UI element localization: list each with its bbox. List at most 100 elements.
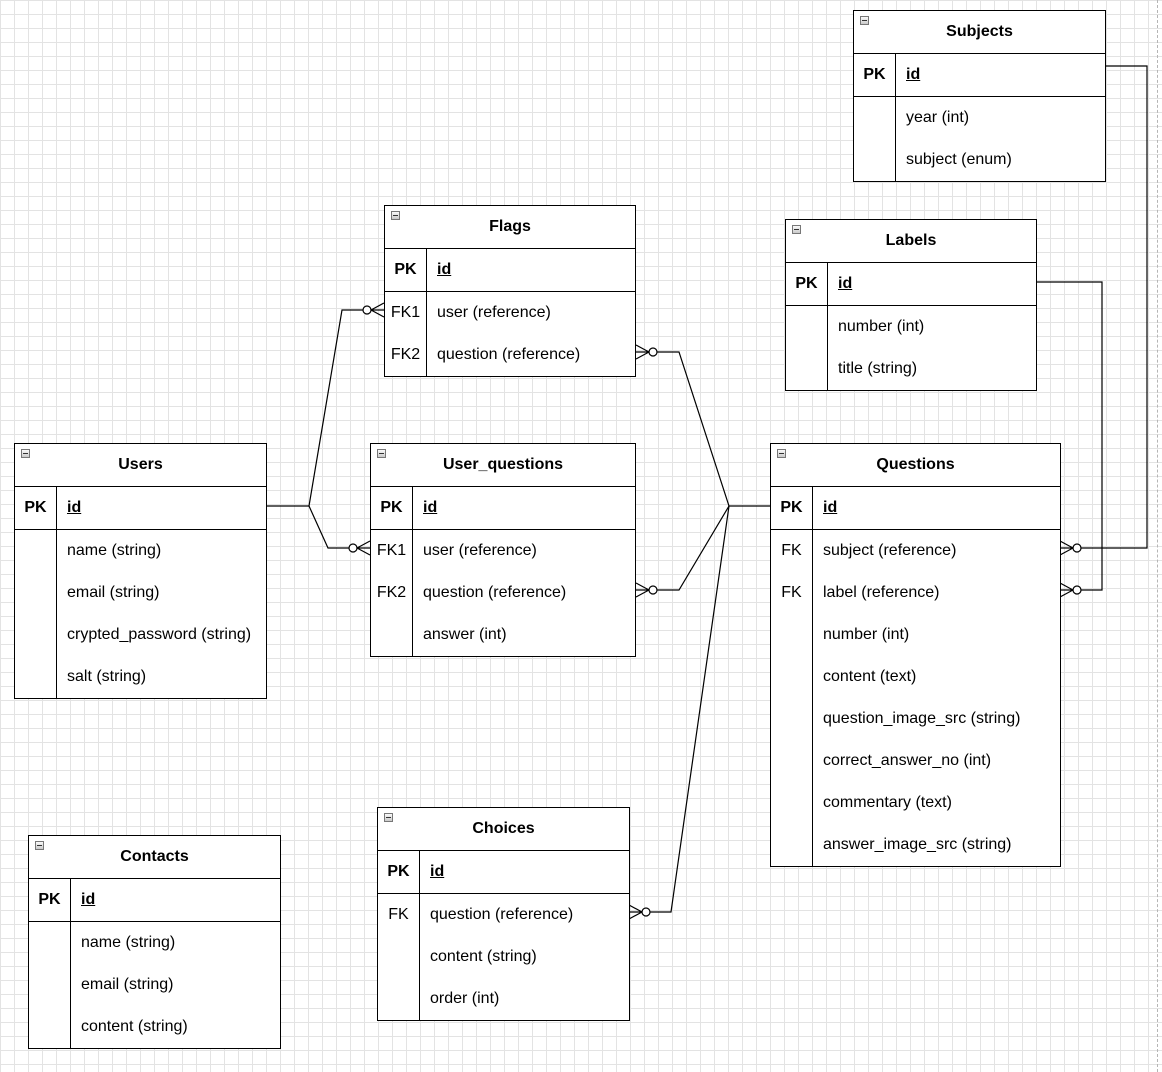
attribute-row[interactable]: email (string) [29,964,280,1006]
field-cell: id [67,499,82,516]
attribute-row[interactable]: title (string) [786,348,1036,390]
collapse-icon[interactable] [860,16,869,25]
key-cell: FK [771,572,813,614]
attribute-row[interactable]: email (string) [15,572,266,614]
attribute-row[interactable]: subject (enum) [854,139,1105,181]
attribute-row[interactable]: crypted_password (string) [15,614,266,656]
field-cell: name (string) [67,542,162,559]
collapse-icon[interactable] [777,449,786,458]
key-cell: PK [371,487,413,529]
attribute-row[interactable]: content (string) [29,1006,280,1048]
attribute-row[interactable]: commentary (text) [771,782,1060,824]
rel-labels-questions[interactable] [1037,281,1103,591]
entity-header[interactable]: User_questions [371,444,635,487]
attribute-row[interactable]: number (int) [771,614,1060,656]
primary-key-row[interactable]: PK id [371,487,635,530]
collapse-icon[interactable] [792,225,801,234]
crows-foot-marker [635,582,650,598]
rel-questions-user-questions[interactable] [657,505,730,591]
key-cell [786,348,828,390]
key-cell: PK [385,249,427,291]
attribute-row[interactable]: correct_answer_no (int) [771,740,1060,782]
key-cell [786,306,828,348]
field-cell: year (int) [906,109,970,126]
entity-title: Choices [472,820,535,837]
field-cell: content (text) [823,668,917,685]
collapse-icon[interactable] [35,841,44,850]
attribute-row[interactable]: number (int) [786,306,1036,348]
attribute-row[interactable]: FK1 user (reference) [371,530,635,572]
attribute-row[interactable]: name (string) [15,530,266,572]
attribute-row[interactable]: content (string) [378,936,629,978]
entity-header[interactable]: Questions [771,444,1060,487]
rel-users-user-questions[interactable] [308,505,350,549]
entity-header[interactable]: Labels [786,220,1036,263]
crows-foot-marker [635,344,650,360]
field-cell: commentary (text) [823,794,952,811]
collapse-icon[interactable] [21,449,30,458]
attribute-row[interactable]: answer (int) [371,614,635,656]
entity-header[interactable]: Users [15,444,266,487]
field-cell: id [430,863,445,880]
field-cell: user (reference) [437,304,551,321]
rel-questions-flags[interactable] [657,351,770,507]
attribute-row[interactable]: content (text) [771,656,1060,698]
attribute-row[interactable]: salt (string) [15,656,266,698]
field-cell: correct_answer_no (int) [823,752,992,769]
attribute-row[interactable]: answer_image_src (string) [771,824,1060,866]
key-cell [15,572,57,614]
field-cell: crypted_password (string) [67,626,252,643]
key-cell [371,614,413,656]
field-cell: id [423,499,438,516]
attribute-row[interactable]: year (int) [854,97,1105,139]
rel-subjects-questions[interactable] [1081,65,1148,549]
collapse-icon[interactable] [377,449,386,458]
entity-title: Subjects [946,23,1013,40]
field-cell: user (reference) [423,542,537,559]
attribute-row[interactable]: order (int) [378,978,629,1020]
field-cell: question (reference) [423,584,567,601]
entity-header[interactable]: Subjects [854,11,1105,54]
attribute-row[interactable]: question_image_src (string) [771,698,1060,740]
zero-marker [641,907,651,917]
entity-header[interactable]: Choices [378,808,629,851]
rel-users-flags[interactable] [266,309,366,507]
zero-marker [648,347,658,357]
zero-marker [1072,543,1082,553]
field-cell: email (string) [81,976,174,993]
field-cell: label (reference) [823,584,940,601]
entity-header[interactable]: Contacts [29,836,280,879]
key-cell [29,1006,71,1048]
key-cell: PK [786,263,828,305]
key-cell: FK1 [371,530,413,572]
collapse-icon[interactable] [384,813,393,822]
entity-header[interactable]: Flags [385,206,635,249]
collapse-icon[interactable] [391,211,400,220]
attribute-row[interactable]: FK label (reference) [771,572,1060,614]
attribute-row[interactable]: name (string) [29,922,280,964]
rel-questions-choices[interactable] [650,505,730,913]
key-cell [854,97,896,139]
field-cell: id [906,66,921,83]
